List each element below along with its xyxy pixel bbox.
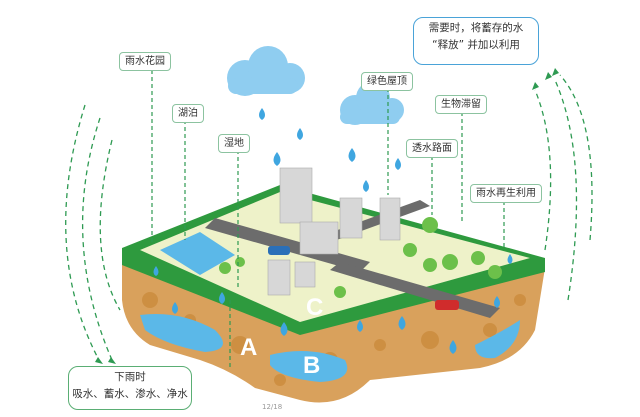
flow-arrows: [65, 74, 593, 363]
trees: [219, 217, 502, 298]
release-water-box: 需要时，将蓄存的水 “释放” 并加以利用: [413, 17, 539, 65]
lake: [160, 232, 235, 275]
marker-a: A: [240, 334, 258, 361]
marker-b: B: [303, 352, 321, 379]
buildings: [267, 167, 401, 296]
label-lake: 湖泊: [172, 104, 204, 123]
label-rainwater-reuse: 雨水再生利用: [470, 184, 542, 203]
underground-water: [475, 320, 520, 359]
soil-dots: [142, 292, 526, 386]
rain-line-2: 吸水、蓄水、渗水、净水: [72, 388, 188, 400]
car: [435, 300, 459, 310]
underground-water: [270, 351, 348, 382]
arrowhead-icons: [95, 68, 559, 364]
release-line-1: 需要时，将蓄存的水: [428, 22, 524, 34]
release-line-2: “释放” 并加以利用: [432, 39, 520, 51]
underground-water: [140, 314, 223, 352]
road: [205, 218, 370, 272]
label-rain-garden: 雨水花园: [119, 52, 171, 71]
leader-lines: [151, 70, 505, 370]
label-green-roof: 绿色屋顶: [361, 72, 413, 91]
marker-c: C: [306, 294, 324, 321]
rain-line-1: 下雨时: [114, 371, 146, 383]
raindrop-icons: [153, 108, 513, 354]
rain-process-box: 下雨时 吸水、蓄水、渗水、净水: [68, 366, 192, 410]
label-wetland: 湿地: [218, 134, 250, 153]
car: [268, 246, 290, 255]
cloud-icon: [227, 46, 305, 96]
page-number: 12/18: [262, 403, 283, 411]
label-permeable-pavement: 透水路面: [406, 139, 458, 158]
label-bioretention: 生物滞留: [435, 95, 487, 114]
